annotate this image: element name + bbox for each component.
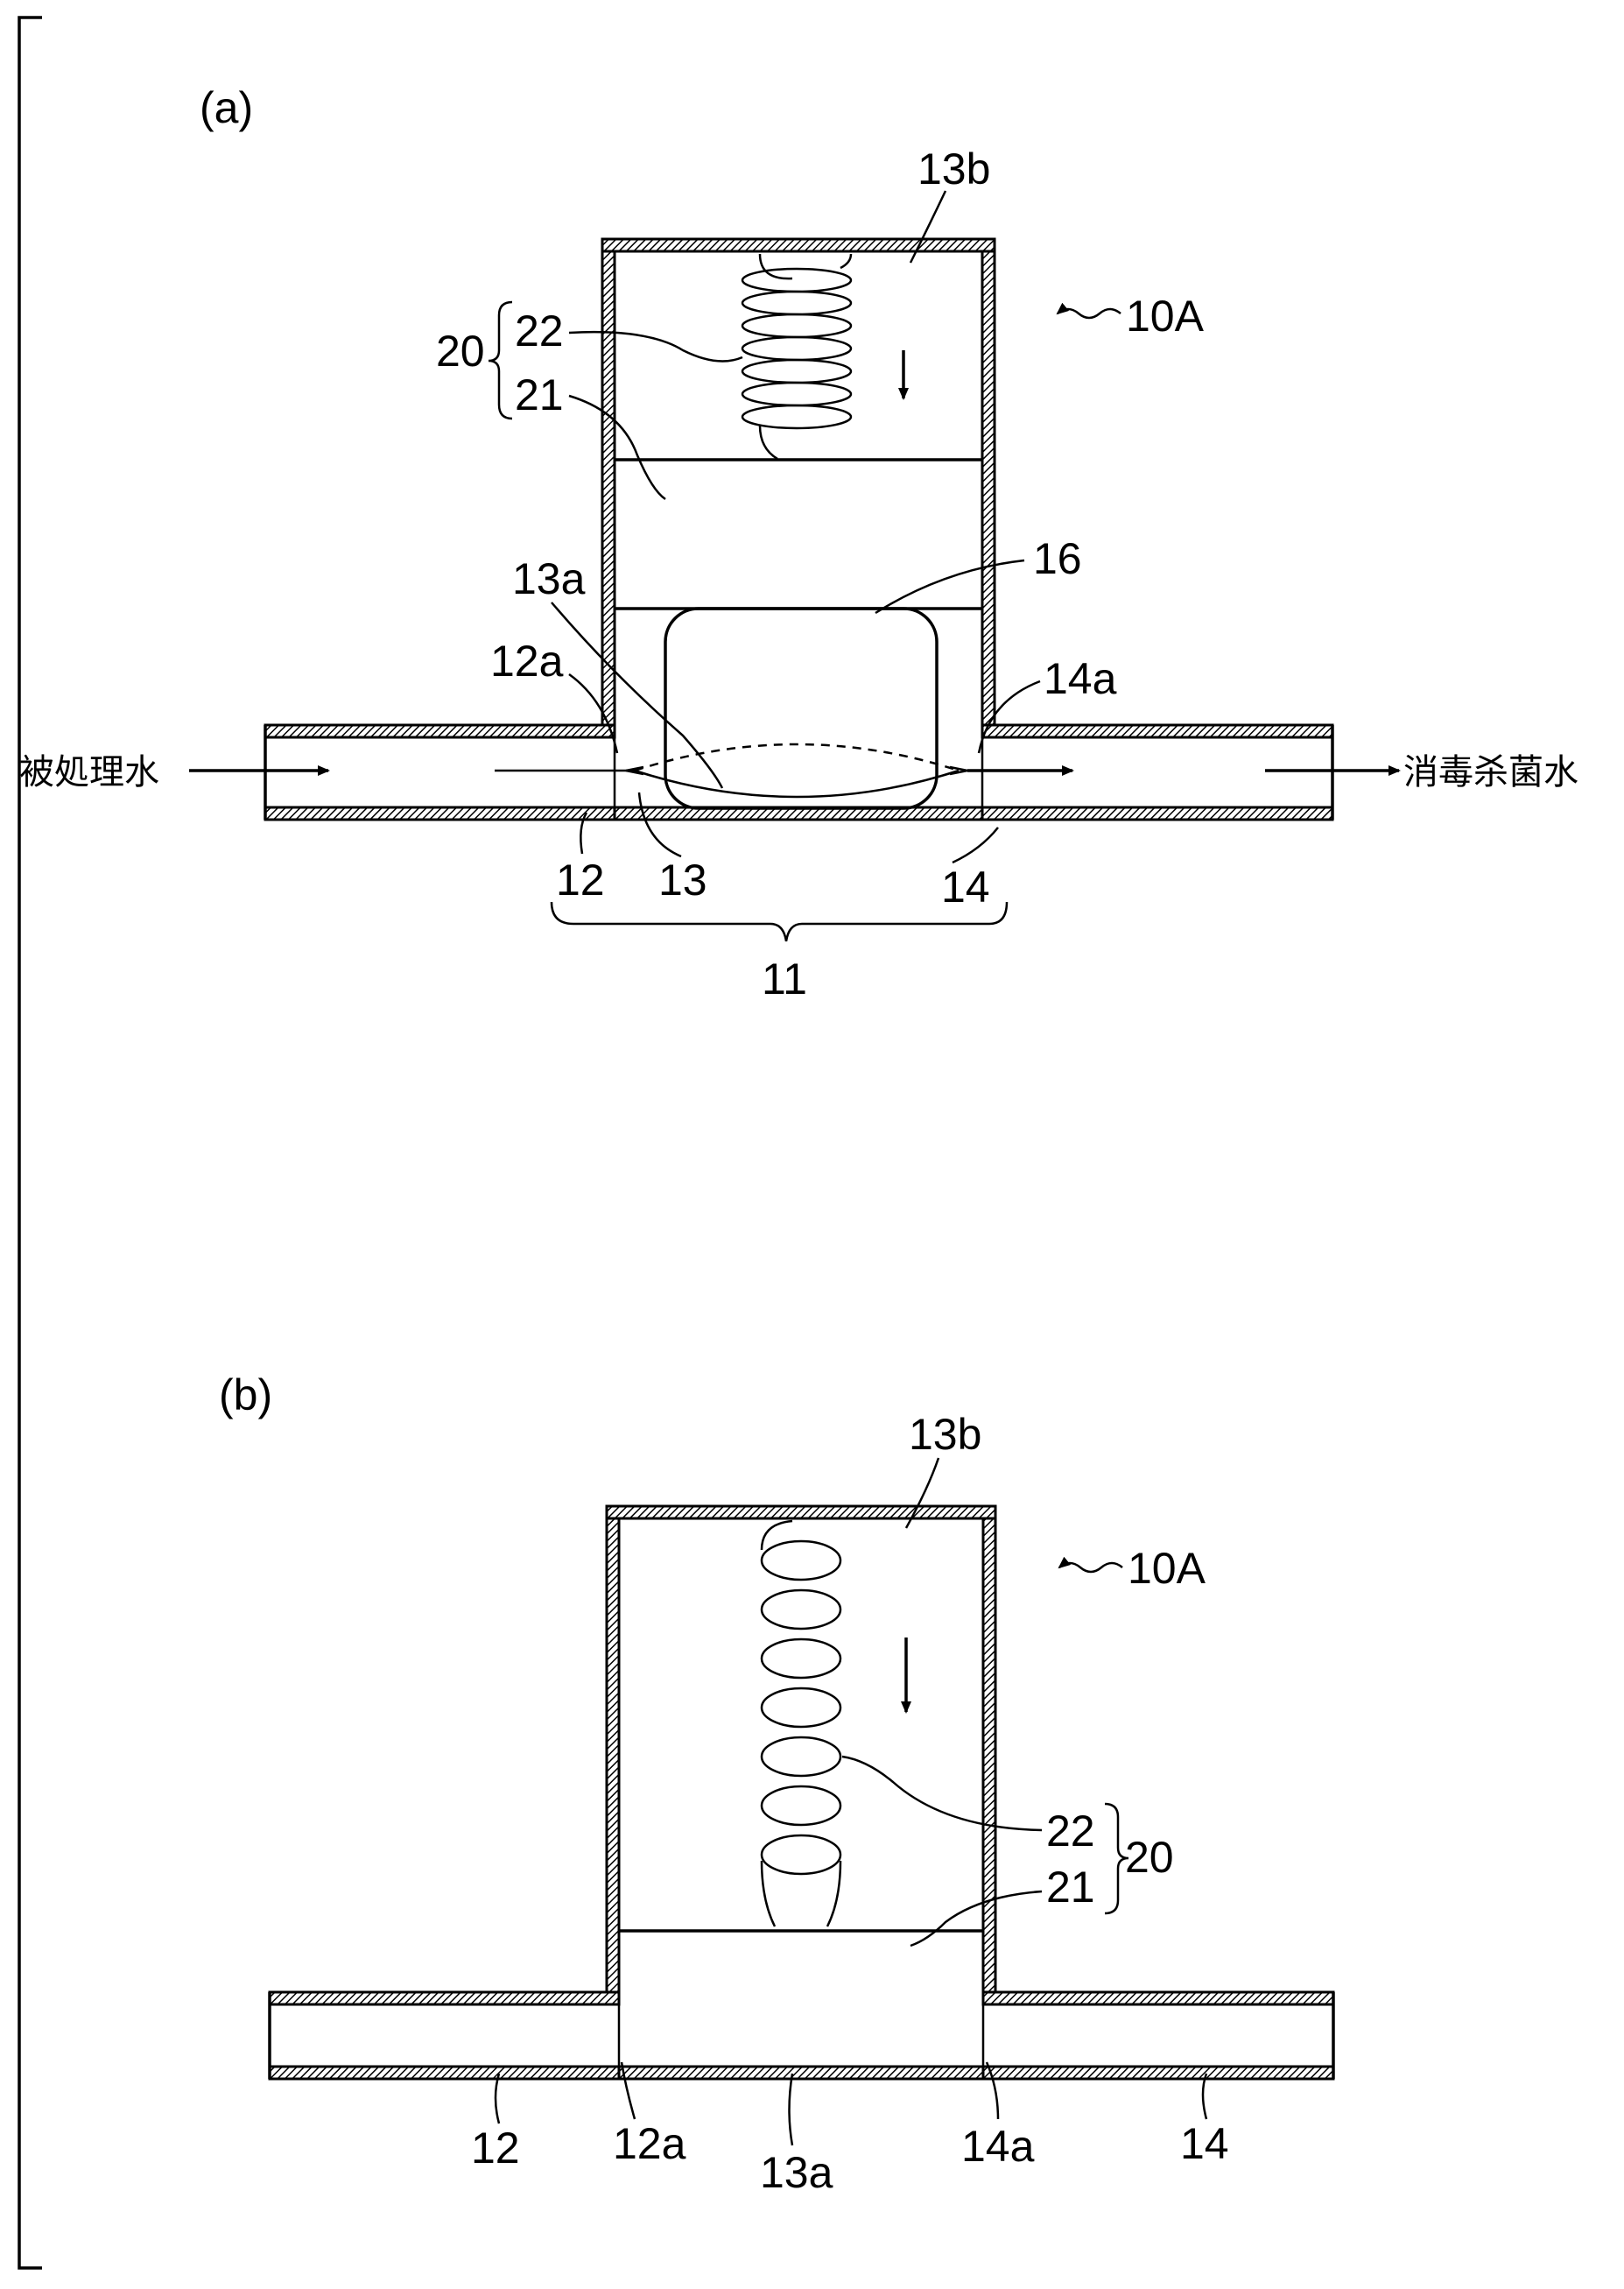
outlet-opening-label-a: 14a <box>1044 654 1117 703</box>
inlet-opening-leader-a <box>568 673 619 754</box>
chamber-top-leader-a <box>909 190 947 264</box>
chamber-top-label-a: 13b <box>917 144 990 194</box>
chamber-label-a: 13 <box>658 856 707 905</box>
inlet-pipe-a-top-wall <box>264 723 616 739</box>
chamber-leader-a <box>637 792 682 858</box>
spring-b <box>760 1519 842 1927</box>
group-label-a: 20 <box>436 327 485 376</box>
device-label-b: 10A <box>1128 1544 1206 1593</box>
plate-leader-a <box>568 394 666 501</box>
inlet-pipe-b-top-wall <box>268 1990 621 2006</box>
chamber-a-right-wall <box>981 237 996 727</box>
device-leader-a <box>1056 302 1121 320</box>
inlet-pipe-b-bottom-wall <box>268 2065 621 2081</box>
outflow-label-a: 消毒杀菌水 <box>1403 752 1578 792</box>
inner-wall-leader-a <box>551 602 724 789</box>
panel-b-label: (b) <box>219 1370 272 1419</box>
outlet-pipe-leader-a <box>952 827 999 864</box>
outlet-opening-label-b: 14a <box>961 2122 1035 2171</box>
inlet-pipe-leader-b <box>494 2073 501 2124</box>
outlet-pipe-a-top-wall <box>981 723 1334 739</box>
device-leader-b <box>1058 1556 1123 1574</box>
inlet-pipe-a-bottom-wall <box>264 806 616 821</box>
bag-label-a: 16 <box>1033 534 1082 583</box>
group-brace-b <box>1104 1802 1129 1915</box>
device-label-a: 10A <box>1126 292 1205 341</box>
inlet-opening-label-b: 12a <box>613 2119 686 2168</box>
spring-label-a: 22 <box>515 306 564 356</box>
outlet-pipe-label-a: 14 <box>941 863 990 912</box>
bag-leader-a <box>875 559 1025 615</box>
group-brace-a <box>488 300 513 420</box>
chamber-b-top-wall <box>605 1504 997 1520</box>
membrane-a-solid <box>634 769 960 799</box>
assembly-brace-a <box>550 901 1009 942</box>
spring-leader-b <box>841 1755 1043 1832</box>
bag-a <box>664 607 939 810</box>
inner-wall-label-a: 13a <box>512 554 586 603</box>
chamber-a-top-wall <box>601 237 996 253</box>
outlet-pipe-label-b: 14 <box>1180 2119 1229 2168</box>
inlet-opening-leader-b <box>620 2061 636 2120</box>
panel-a-label: (a) <box>200 83 253 132</box>
chamber-b-right-wall <box>981 1504 997 1994</box>
outlet-pipe-a-bottom-wall <box>981 806 1334 821</box>
spring-leader-a <box>568 330 743 363</box>
chamber-b-left-wall <box>605 1504 621 1994</box>
outlet-opening-leader-a <box>977 680 1041 754</box>
inlet-opening-label-a: 12a <box>490 637 564 686</box>
group-label-b: 20 <box>1125 1833 1174 1882</box>
outlet-opening-leader-b <box>985 2061 1000 2120</box>
figure-bracket <box>18 16 42 2270</box>
inlet-pipe-label-b: 12 <box>471 2123 520 2173</box>
plate-label-a: 21 <box>515 370 564 419</box>
panel-b: (b) <box>219 1370 1335 2197</box>
chamber-a-left-wall <box>601 237 616 727</box>
spring-label-b: 22 <box>1046 1807 1095 1856</box>
inlet-pipe-label-a: 12 <box>556 856 605 905</box>
inner-wall-leader-b <box>788 2073 794 2146</box>
plate-label-b: 21 <box>1046 1863 1095 1912</box>
spring-a <box>741 253 853 461</box>
chamber-top-leader-b <box>904 1457 940 1529</box>
plate-leader-b <box>910 1890 1043 1947</box>
chamber-b-bottom-wall <box>617 2065 985 2081</box>
assembly-label-a: 11 <box>762 954 807 1004</box>
membrane-a-dashed <box>634 743 960 772</box>
inflow-label-a: 被処理水 <box>19 752 159 792</box>
outlet-pipe-leader-b <box>1201 2073 1208 2120</box>
inner-wall-label-b: 13a <box>760 2148 833 2197</box>
outlet-pipe-b-top-wall <box>981 1990 1335 2006</box>
chamber-top-label-b: 13b <box>909 1410 981 1459</box>
outlet-pipe-b-bottom-wall <box>981 2065 1335 2081</box>
panel-a: (a) <box>19 83 1578 1004</box>
inlet-pipe-leader-a <box>580 812 588 855</box>
